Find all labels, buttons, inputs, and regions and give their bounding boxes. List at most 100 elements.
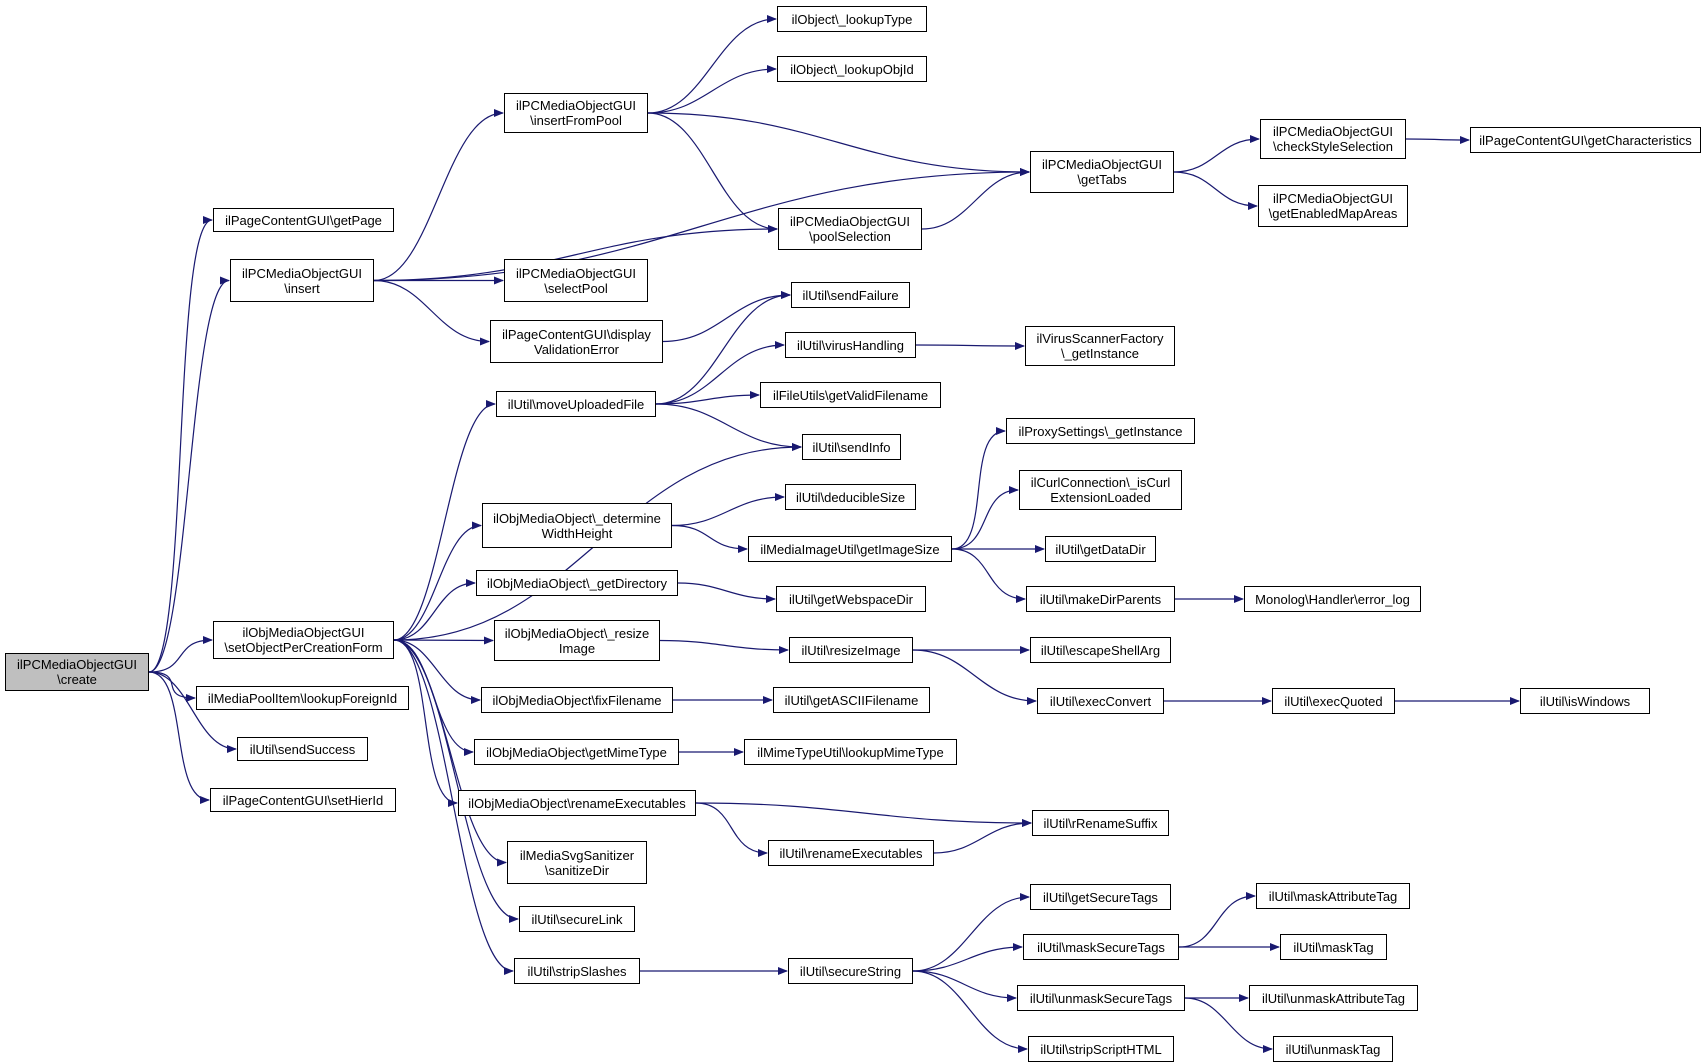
node-ilmediasvgsanitizer-sanitizedir[interactable]: ilMediaSvgSanitizer\sanitizeDir	[507, 841, 647, 884]
node-ilvirusscannerfactory-getinstance[interactable]: ilVirusScannerFactory\_getInstance	[1025, 326, 1175, 366]
node-ilfileutils-getvalidfilename[interactable]: ilFileUtils\getValidFilename	[760, 382, 941, 408]
call-edge-setObj-to-stripSlashes	[393, 639, 514, 975]
node-ilmimetypeutil-lookupmimetype[interactable]: ilMimeTypeUtil\lookupMimeType	[744, 739, 957, 765]
node-label: ilUtil\makeDirParents	[1039, 591, 1162, 607]
node-label: ilUtil\isWindows	[1539, 693, 1631, 709]
node-ilpcmediaobjectgui-gettabs[interactable]: ilPCMediaObjectGUI\getTabs	[1030, 151, 1174, 193]
call-edge-secureString-to-stripScriptHTML	[912, 970, 1028, 1053]
node-ilpagecontentgui-getpage[interactable]: ilPageContentGUI\getPage	[213, 208, 394, 232]
node-label: ilPageContentGUI\getCharacteristics	[1479, 132, 1692, 148]
node-ilobject-lookupobjid[interactable]: ilObject\_lookupObjId	[777, 56, 927, 82]
call-edge-root-to-insert	[148, 276, 230, 673]
node-ilobject-lookuptype[interactable]: ilObject\_lookupType	[777, 6, 927, 32]
node-monolog-handler-error-log[interactable]: Monolog\Handler\error_log	[1244, 586, 1421, 612]
node-ilpagecontentgui-getcharacteristics[interactable]: ilPageContentGUI\getCharacteristics	[1470, 127, 1701, 153]
node-ilutil-deduciblesize[interactable]: ilUtil\deducibleSize	[785, 484, 916, 510]
node-ilmediaimageutil-getimagesize[interactable]: ilMediaImageUtil\getImageSize	[748, 536, 952, 562]
node-ilutil-securestring[interactable]: ilUtil\secureString	[788, 958, 913, 984]
node-ilutil-execconvert[interactable]: ilUtil\execConvert	[1037, 688, 1164, 714]
call-edge-getImageSize-to-isCurl	[951, 486, 1019, 550]
node-ilutil-maskattributetag[interactable]: ilUtil\maskAttributeTag	[1256, 883, 1410, 909]
node-ilutil-getwebspacedir[interactable]: ilUtil\getWebspaceDir	[776, 586, 926, 612]
node-label: ilUtil\deducibleSize	[795, 489, 906, 505]
node-ilutil-unmasktag[interactable]: ilUtil\unmaskTag	[1273, 1036, 1393, 1062]
call-edge-unmaskSecureTags-to-unmaskTag	[1184, 997, 1273, 1053]
node-label: ilUtil\secureString	[799, 963, 902, 979]
node-ilutil-masksecuretags[interactable]: ilUtil\maskSecureTags	[1023, 934, 1179, 960]
node-ilutil-getsecuretags[interactable]: ilUtil\getSecureTags	[1030, 884, 1171, 910]
node-label: ilUtil\execQuoted	[1284, 693, 1383, 709]
node-label: ilUtil\maskTag	[1293, 939, 1374, 955]
node-ilutil-sendsuccess[interactable]: ilUtil\sendSuccess	[237, 737, 368, 761]
node-ilobjmediaobject-getdirectory[interactable]: ilObjMediaObject\_getDirectory	[476, 570, 678, 596]
node-label-line-1: ilMediaSvgSanitizer	[519, 847, 635, 863]
node-ilobjmediaobjectgui-setobjectpercreationform[interactable]: ilObjMediaObjectGUI\setObjectPerCreation…	[213, 621, 394, 659]
node-ilutil-sendfailure[interactable]: ilUtil\sendFailure	[791, 282, 910, 308]
call-edge-setObj-to-fixFilename	[393, 639, 481, 704]
node-label: ilUtil\secureLink	[531, 911, 623, 927]
node-label: ilUtil\stripSlashes	[527, 963, 627, 979]
node-label-line-1: ilPCMediaObjectGUI	[1273, 191, 1393, 206]
node-ilutil-moveuploadedfile[interactable]: ilUtil\moveUploadedFile	[496, 391, 656, 417]
node-ilpcmediaobjectgui-insertfrompool[interactable]: ilPCMediaObjectGUI\insertFromPool	[504, 93, 648, 133]
call-edge-insert-to-poolSelection	[373, 225, 778, 282]
node-ilutil-stripscripthtml[interactable]: ilUtil\stripScriptHTML	[1028, 1036, 1174, 1062]
node-ilutil-makedirparents[interactable]: ilUtil\makeDirParents	[1026, 586, 1175, 612]
node-label-line-2: \insertFromPool	[530, 113, 622, 128]
node-ilobjmediaobject-renameexecutables[interactable]: ilObjMediaObject\renameExecutables	[458, 790, 696, 816]
node-ilutil-resizeimage[interactable]: ilUtil\resizeImage	[789, 637, 913, 663]
node-ilutil-sendinfo[interactable]: ilUtil\sendInfo	[802, 434, 901, 460]
edge-layer	[148, 15, 1520, 1053]
node-ilutil-unmaskattributetag[interactable]: ilUtil\unmaskAttributeTag	[1249, 985, 1418, 1011]
node-ilutil-iswindows[interactable]: ilUtil\isWindows	[1520, 688, 1650, 714]
node-ilutil-escapeshellarg[interactable]: ilUtil\escapeShellArg	[1030, 637, 1171, 663]
node-ilpcmediaobjectgui-selectpool[interactable]: ilPCMediaObjectGUI\selectPool	[504, 259, 648, 302]
call-edge-maskSecureTags-to-maskAttributeTag	[1178, 892, 1256, 948]
node-ilutil-unmasksecuretags[interactable]: ilUtil\unmaskSecureTags	[1017, 985, 1185, 1011]
node-ilpagecontentgui-sethierid[interactable]: ilPageContentGUI\setHierId	[210, 788, 396, 812]
node-label: ilUtil\getWebspaceDir	[788, 591, 914, 607]
call-edge-moveUploaded-to-virusHandling	[655, 341, 785, 405]
node-ilpcmediaobjectgui-insert[interactable]: ilPCMediaObjectGUI\insert	[230, 259, 374, 302]
call-edge-insert-to-displayValidation	[373, 279, 490, 346]
node-label-line-1: ilObjMediaObjectGUI	[242, 625, 365, 640]
node-ilutil-securelink[interactable]: ilUtil\secureLink	[519, 906, 635, 932]
node-ilutil-renameexecutables[interactable]: ilUtil\renameExecutables	[768, 840, 934, 866]
node-ilutil-execquoted[interactable]: ilUtil\execQuoted	[1272, 688, 1395, 714]
call-edge-setObj-to-moveUploaded	[393, 400, 496, 641]
node-label-line-2: \_getInstance	[1060, 346, 1140, 361]
node-label-line-1: ilPCMediaObjectGUI	[1042, 157, 1162, 172]
node-label: ilMimeTypeUtil\lookupMimeType	[757, 744, 944, 760]
node-ilutil-getdatadir[interactable]: ilUtil\getDataDir	[1045, 536, 1156, 562]
node-ilutil-rrenamesuffix[interactable]: ilUtil\rRenameSuffix	[1032, 810, 1169, 836]
node-label: ilMediaImageUtil\getImageSize	[760, 541, 940, 557]
call-edge-secureString-to-getSecureTags	[912, 893, 1030, 972]
node-ilobjmediaobject-fixfilename[interactable]: ilObjMediaObject\fixFilename	[481, 687, 673, 713]
node-ilutil-stripslashes[interactable]: ilUtil\stripSlashes	[514, 958, 640, 984]
node-label: ilObject\_lookupObjId	[790, 61, 914, 77]
call-edge-root-to-setObj	[148, 636, 213, 673]
call-edge-setObj-to-determineWH	[393, 521, 482, 641]
call-edge-setObj-to-secureLink	[393, 639, 519, 923]
node-ilmediapoolitem-lookupforeignid[interactable]: ilMediaPoolItem\lookupForeignId	[196, 686, 409, 710]
node-ilpcmediaobjectgui-checkstyleselection[interactable]: ilPCMediaObjectGUI\checkStyleSelection	[1260, 119, 1406, 159]
call-edge-getDirectory-to-getWebspaceDir	[677, 582, 776, 603]
node-ilobjmediaobject-getmimetype[interactable]: ilObjMediaObject\getMimeType	[474, 739, 679, 765]
node-ilpcmediaobjectgui-getenabledmapareas[interactable]: ilPCMediaObjectGUI\getEnabledMapAreas	[1258, 185, 1408, 227]
call-edge-root-to-getPage	[148, 216, 213, 673]
node-ilutil-virushandling[interactable]: ilUtil\virusHandling	[785, 332, 916, 358]
call-edge-getTabs-to-getEnabledMap	[1173, 171, 1258, 210]
node-ilproxysettings-getinstance[interactable]: ilProxySettings\_getInstance	[1006, 418, 1195, 444]
node-label: ilFileUtils\getValidFilename	[772, 387, 929, 403]
node-label: ilUtil\getASCIIFilename	[784, 692, 919, 708]
node-label-line-1: ilCurlConnection\_isCurl	[1030, 475, 1171, 490]
node-ilutil-getasciifilename[interactable]: ilUtil\getASCIIFilename	[773, 687, 930, 713]
node-ilpcmediaobjectgui-poolselection[interactable]: ilPCMediaObjectGUI\poolSelection	[778, 208, 922, 250]
call-edge-insert-to-getTabs	[373, 168, 1030, 282]
node-ilutil-masktag[interactable]: ilUtil\maskTag	[1280, 934, 1387, 960]
